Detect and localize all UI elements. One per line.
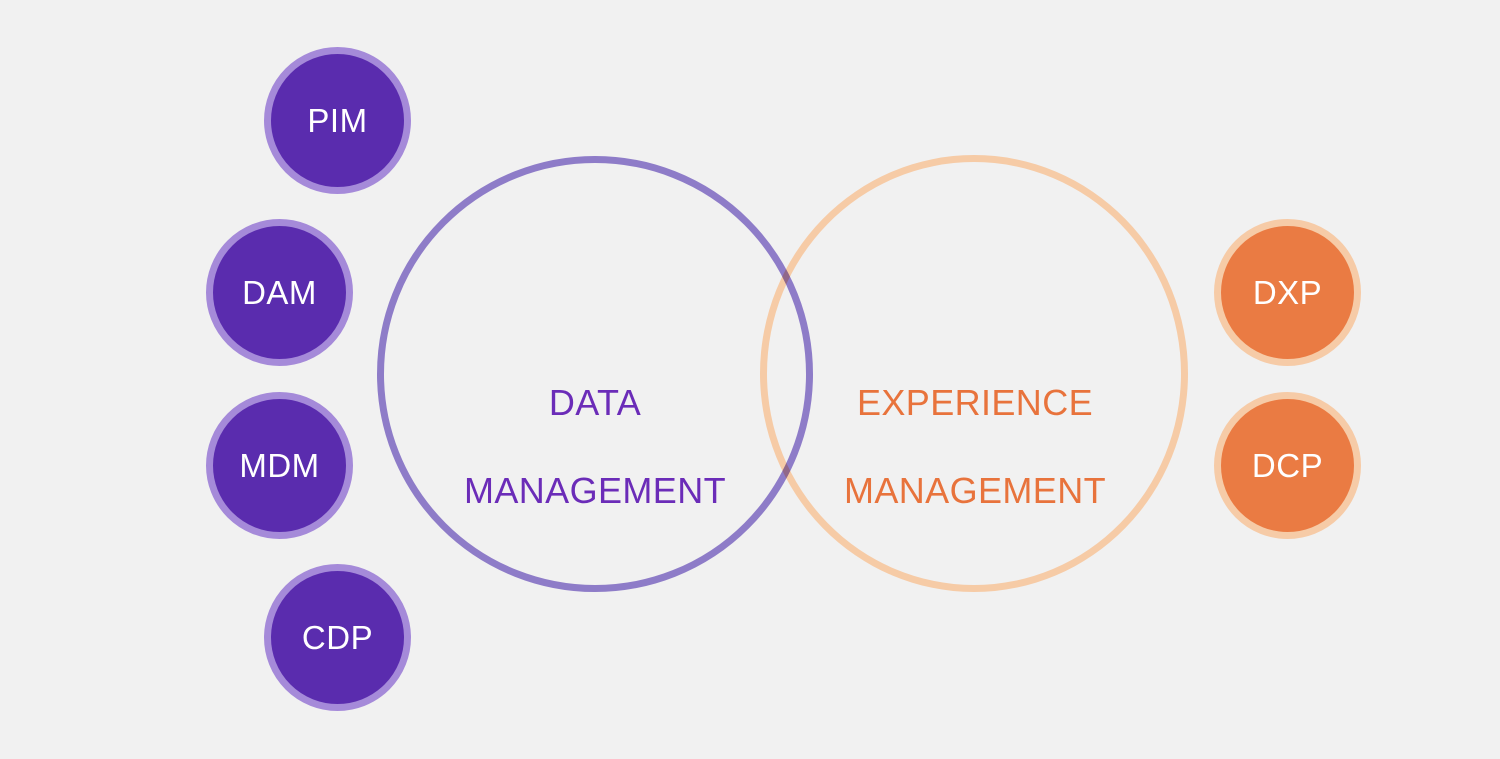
venn-label-data-management-line1: DATA — [548, 381, 642, 423]
venn-label-data-management-line2: MANAGEMENT — [463, 469, 726, 511]
node-label-cdp: CDP — [301, 619, 374, 656]
venn-label-experience-management-line2: MANAGEMENT — [843, 469, 1106, 511]
node-circle-pim[interactable]: PIM — [264, 47, 411, 194]
node-circle-cdp[interactable]: CDP — [264, 564, 411, 711]
node-label-dcp: DCP — [1251, 447, 1324, 484]
node-circle-dam[interactable]: DAM — [206, 219, 353, 366]
node-label-dxp: DXP — [1252, 274, 1323, 311]
node-label-mdm: MDM — [239, 447, 320, 484]
node-circle-mdm[interactable]: MDM — [206, 392, 353, 539]
venn-ring-data-management[interactable] — [377, 156, 813, 592]
node-circle-dxp[interactable]: DXP — [1214, 219, 1361, 366]
node-label-dam: DAM — [242, 274, 317, 311]
venn-label-experience-management: EXPERIENCE MANAGEMENT — [795, 337, 1155, 557]
node-circle-dcp[interactable]: DCP — [1214, 392, 1361, 539]
node-label-pim: PIM — [307, 102, 368, 139]
venn-label-data-management: DATA MANAGEMENT — [415, 337, 775, 557]
venn-label-experience-management-line1: EXPERIENCE — [856, 381, 1094, 423]
